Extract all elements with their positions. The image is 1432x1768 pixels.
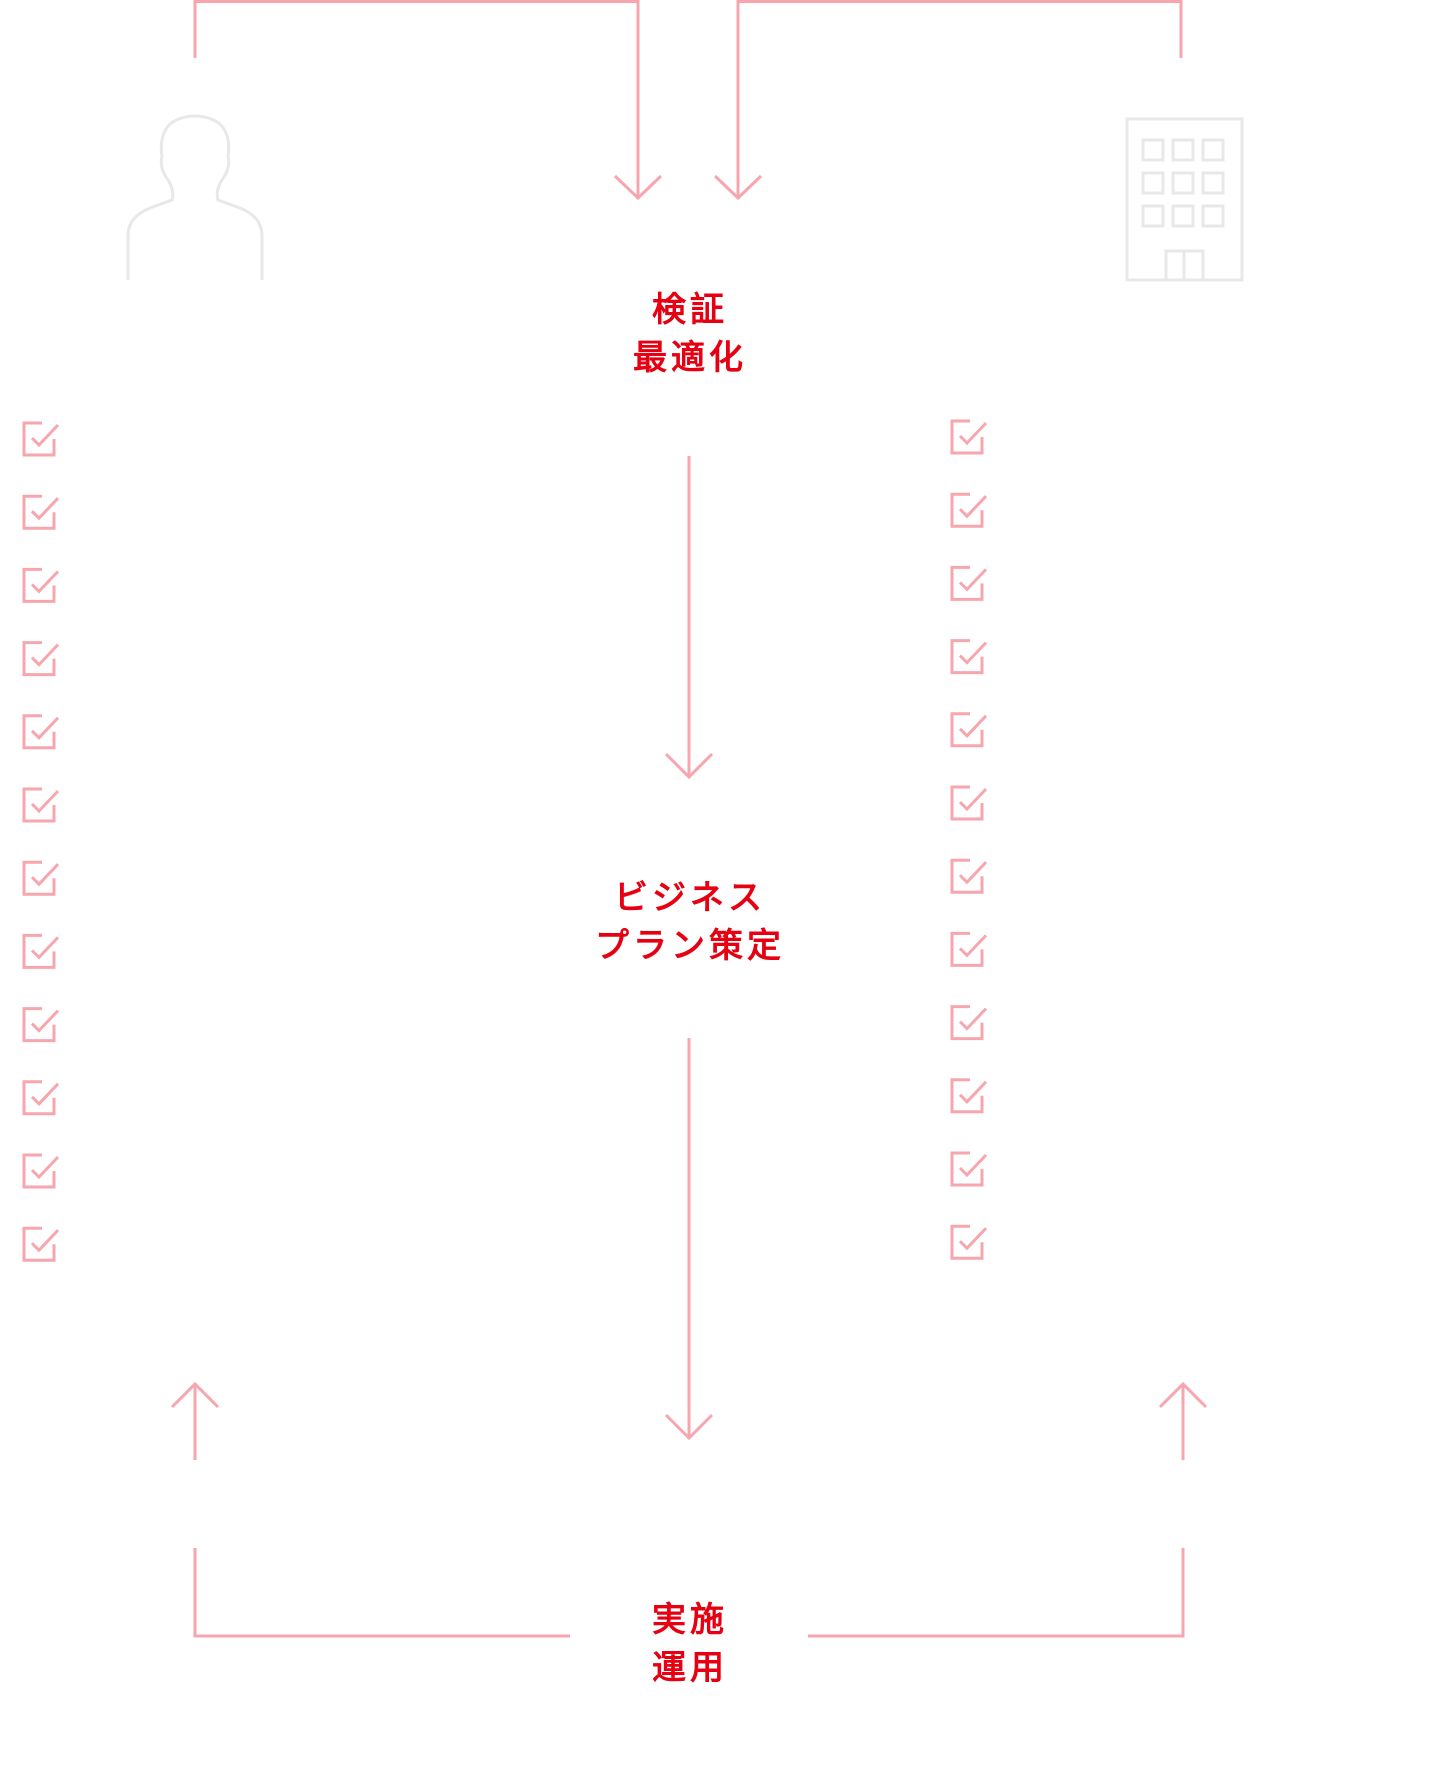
step-verify-line2: 最適化 [633, 338, 747, 378]
person-icon [126, 114, 264, 280]
checkbox-checked-icon [950, 639, 988, 675]
step-plan-line2: プラン策定 [595, 926, 785, 966]
checkbox-checked-icon [950, 858, 988, 894]
checkbox-checked-icon [950, 419, 988, 455]
step-label-operate: 実施 運用 [540, 1596, 840, 1692]
step-label-plan: ビジネス プラン策定 [540, 874, 840, 970]
top-left-connector-line [193, 0, 640, 197]
step-operate-line2: 運用 [652, 1648, 728, 1688]
step-operate-line1: 実施 [652, 1600, 728, 1640]
checkbox-checked-icon [22, 1226, 60, 1262]
step-plan-line1: ビジネス [614, 878, 766, 918]
left-checklist [22, 421, 60, 1262]
bottom-right-connector-line [808, 1548, 1185, 1638]
step-label-verify: 検証 最適化 [540, 286, 840, 382]
top-right-connector-line [736, 0, 1183, 197]
arrow-down-icon [664, 752, 714, 780]
checkbox-checked-icon [22, 860, 60, 896]
arrow-up-icon [170, 1381, 220, 1409]
arrow-up-icon [1158, 1381, 1208, 1409]
step-verify-line1: 検証 [652, 290, 728, 330]
checkbox-checked-icon [950, 565, 988, 601]
checkbox-checked-icon [22, 421, 60, 457]
checkbox-checked-icon [950, 492, 988, 528]
checkbox-checked-icon [950, 1224, 988, 1260]
checkbox-checked-icon [22, 641, 60, 677]
bottom-left-connector-line [193, 1548, 570, 1638]
checkbox-checked-icon [22, 1080, 60, 1116]
checkbox-checked-icon [950, 931, 988, 967]
checkbox-checked-icon [950, 1078, 988, 1114]
checkbox-checked-icon [950, 785, 988, 821]
checkbox-checked-icon [22, 1007, 60, 1043]
checkbox-checked-icon [22, 787, 60, 823]
right-checklist [950, 419, 988, 1260]
checkbox-checked-icon [950, 1151, 988, 1187]
building-icon [1125, 117, 1244, 282]
arrow-down-icon [713, 174, 763, 201]
checkbox-checked-icon [22, 1153, 60, 1189]
checkbox-checked-icon [22, 714, 60, 750]
checkbox-checked-icon [22, 933, 60, 969]
checkbox-checked-icon [950, 712, 988, 748]
arrow-down-icon [613, 174, 663, 201]
arrow-down-icon [664, 1413, 714, 1441]
checkbox-checked-icon [950, 1005, 988, 1041]
checkbox-checked-icon [22, 567, 60, 603]
checkbox-checked-icon [22, 494, 60, 530]
